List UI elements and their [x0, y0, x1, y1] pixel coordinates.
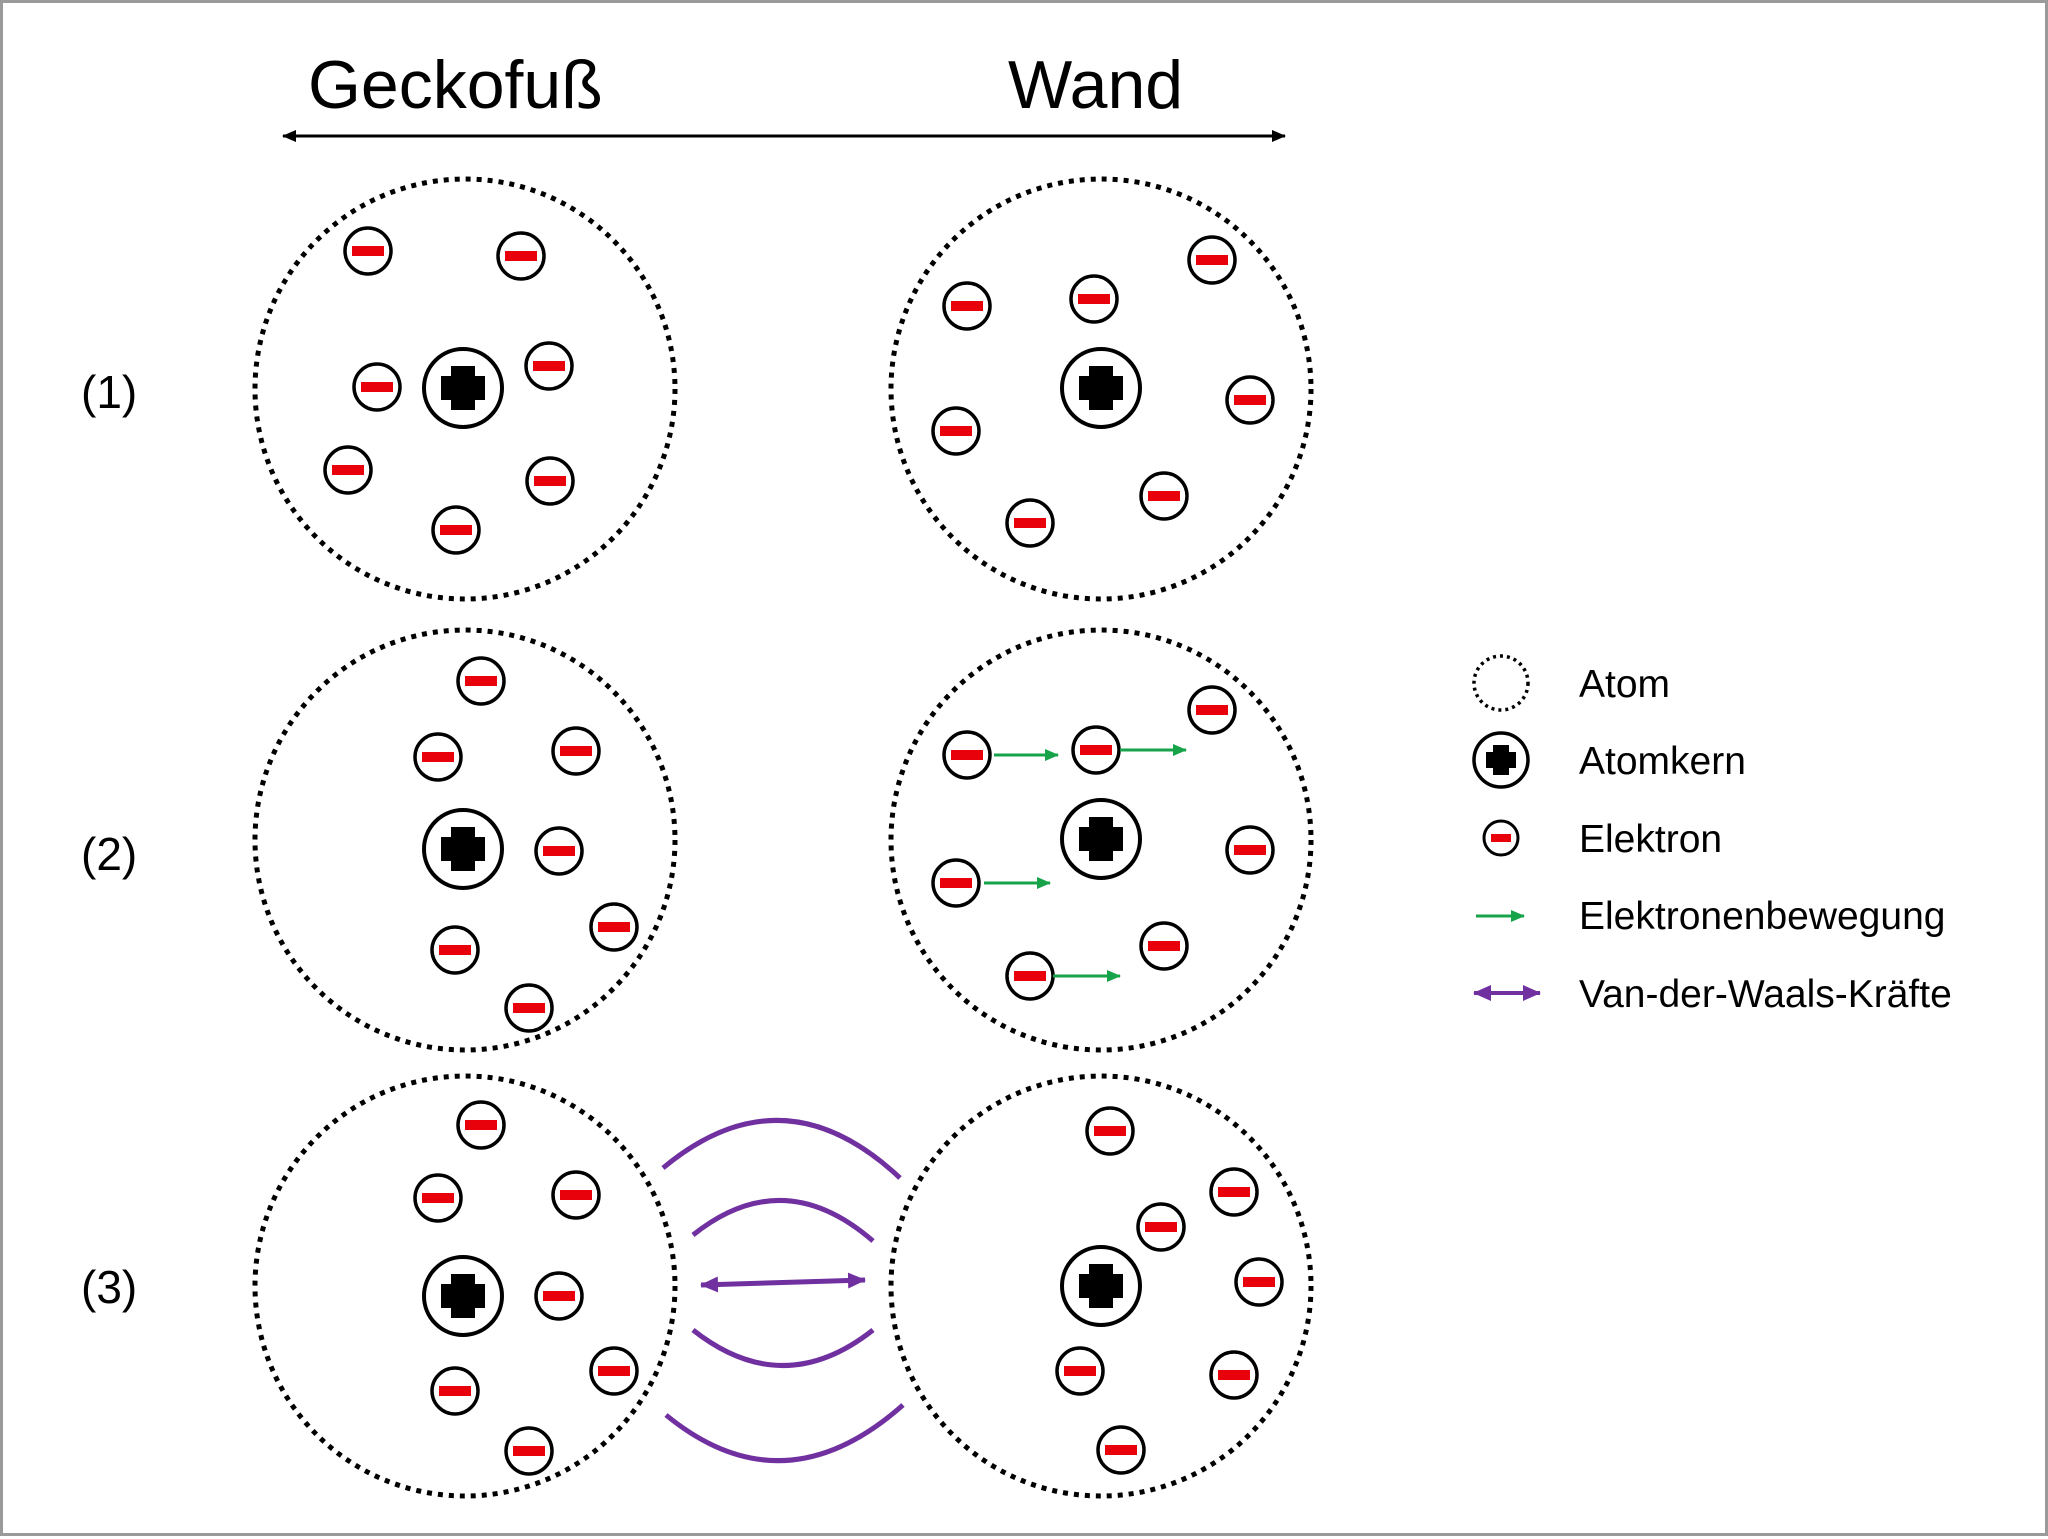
nucleus-row3-right	[1060, 1245, 1142, 1327]
gecko-van-der-waals-diagram: Geckofuß Wand (1) (2) (3) Atom	[81, 47, 1952, 1499]
vdw-arc	[664, 1403, 905, 1464]
electron	[413, 1173, 463, 1223]
nucleus-row3-left	[422, 1255, 504, 1337]
electron	[1136, 1202, 1186, 1252]
electron	[524, 341, 574, 391]
atom-row1-left	[252, 176, 678, 602]
electron	[1069, 274, 1119, 324]
electron	[931, 406, 981, 456]
electron	[496, 231, 546, 281]
nucleus-row2-right	[1060, 798, 1142, 880]
electron-movement-arrows	[984, 744, 1187, 982]
electron	[456, 1100, 506, 1150]
electron	[931, 858, 981, 908]
electron	[431, 505, 481, 555]
electron	[534, 826, 584, 876]
legend-label-atom: Atom	[1579, 663, 1670, 706]
electron	[504, 983, 554, 1033]
vdw-arc	[691, 1197, 875, 1243]
electron	[1005, 951, 1055, 1001]
electron	[1225, 375, 1275, 425]
row-label-1: (1)	[81, 366, 137, 418]
electron	[1139, 471, 1189, 521]
electron	[1234, 1257, 1284, 1307]
atom-row3-right	[888, 1073, 1314, 1499]
electron	[430, 925, 480, 975]
nucleus-icon	[1472, 731, 1530, 789]
nucleus-row1-right	[1060, 347, 1142, 429]
header-right-label: Wand	[1008, 47, 1183, 123]
electron	[1209, 1167, 1259, 1217]
legend-label-nucleus: Atomkern	[1579, 740, 1746, 783]
header-left-label: Geckofuß	[308, 47, 603, 123]
legend-item-vdw: Van-der-Waals-Kräfte	[1473, 973, 1952, 1016]
electron	[1139, 921, 1189, 971]
electron-icon	[1482, 819, 1520, 857]
legend-label-vdw: Van-der-Waals-Kräfte	[1579, 973, 1952, 1016]
legend-label-movement: Elektronenbewegung	[1579, 895, 1945, 938]
electron	[1005, 498, 1055, 548]
electron	[942, 730, 992, 780]
legend-item-movement: Elektronenbewegung	[1476, 895, 1945, 938]
electron	[1096, 1425, 1146, 1475]
electron	[430, 1366, 480, 1416]
vdw-arc	[661, 1118, 902, 1180]
electron	[525, 456, 575, 506]
atom-icon	[1472, 654, 1530, 712]
electron	[413, 732, 463, 782]
van-der-waals-forces	[661, 1118, 905, 1464]
vdw-arc	[691, 1328, 875, 1368]
electron	[589, 1346, 639, 1396]
electron	[1209, 1350, 1259, 1400]
electron	[1085, 1106, 1135, 1156]
electron	[1071, 725, 1121, 775]
vdw-double-arrow	[700, 1272, 866, 1293]
electron	[323, 445, 373, 495]
electron	[1187, 235, 1237, 285]
electron	[456, 656, 506, 706]
atom-row2-left	[252, 627, 678, 1053]
electron	[1225, 825, 1275, 875]
legend-item-electron: Elektron	[1482, 818, 1722, 861]
electron	[343, 226, 393, 276]
electrons-layer	[323, 226, 1284, 1476]
legend-item-atom: Atom	[1472, 654, 1670, 712]
electron	[589, 902, 639, 952]
nucleus-row2-left	[422, 808, 504, 890]
electron	[551, 726, 601, 776]
electron	[1055, 1346, 1105, 1396]
atom-row1-right	[888, 176, 1314, 602]
row-label-3: (3)	[81, 1261, 137, 1313]
electron	[942, 281, 992, 331]
electron	[504, 1426, 554, 1476]
header: Geckofuß Wand	[282, 47, 1286, 142]
electron	[352, 362, 402, 412]
atom-row2-right	[888, 627, 1314, 1053]
row-label-2: (2)	[81, 828, 137, 880]
electron	[534, 1271, 584, 1321]
legend-label-electron: Elektron	[1579, 818, 1722, 861]
electron	[1187, 685, 1237, 735]
nucleus-row1-left	[422, 347, 504, 429]
electron	[551, 1170, 601, 1220]
atom-row3-left	[252, 1073, 678, 1499]
legend-item-nucleus: Atomkern	[1472, 731, 1746, 789]
legend: Atom Atomkern Elektron Elektronenbewegun…	[1472, 654, 1952, 1016]
